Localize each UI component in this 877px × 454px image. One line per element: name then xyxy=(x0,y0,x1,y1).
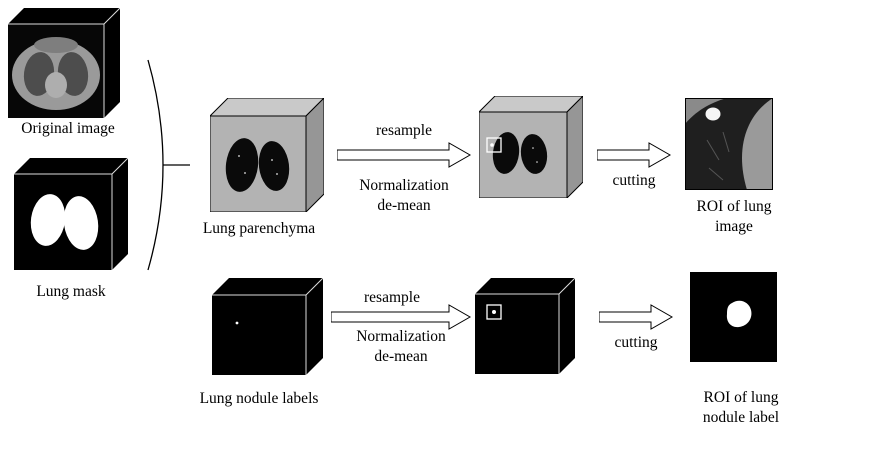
roi-nodule-mask-blob xyxy=(726,300,752,328)
roi-lung-nodule-label-image xyxy=(690,272,777,362)
bottom-cutting-label: cutting xyxy=(614,334,658,351)
vessel-specks xyxy=(238,155,278,175)
block-arrow-right-icon xyxy=(337,142,471,168)
ct-slice-image xyxy=(8,24,104,118)
bottom-normalization-label: Normalization de-mean xyxy=(356,328,446,366)
top-cutting-label: cutting xyxy=(612,172,656,189)
ct-mediastinum xyxy=(45,72,67,98)
roi-lung-image-label: ROI of lung image xyxy=(696,198,772,236)
roi-marker-box xyxy=(486,137,502,153)
lung-parenchyma-cube xyxy=(210,98,324,212)
nodule-dot xyxy=(490,143,494,147)
cube-top-face xyxy=(210,98,324,117)
roi-upper-tissue-region xyxy=(685,98,727,124)
roi-lung-nodule-label-label: ROI of lung nodule label xyxy=(702,389,780,427)
bottom-process-arrow xyxy=(331,304,471,330)
parenchyma-shapes xyxy=(225,138,290,192)
bottom-cutting-arrow xyxy=(599,304,673,330)
left-lung xyxy=(492,132,520,174)
original-image-label: Original image xyxy=(21,120,115,137)
cube-edge-corner xyxy=(305,278,323,296)
original-image-cube xyxy=(8,8,120,118)
cube-body xyxy=(212,278,323,375)
resampled-lung-cube xyxy=(479,96,583,198)
merge-brace xyxy=(147,59,190,271)
nodule-label-dot xyxy=(235,321,239,325)
roi-border xyxy=(685,98,773,190)
lung-mask-cube xyxy=(14,158,128,270)
right-lung xyxy=(520,134,548,174)
roi-marker-box xyxy=(486,304,502,320)
parenchyma-right-lung xyxy=(258,141,290,191)
cube-edge-corner xyxy=(111,158,128,175)
brace-curve xyxy=(147,59,164,271)
resampled-nodule-labels-cube xyxy=(475,278,575,374)
lung-nodule-labels-label: Lung nodule labels xyxy=(199,390,319,407)
roi-nodule-blob xyxy=(705,107,721,121)
lung-mask-label: Lung mask xyxy=(36,283,106,300)
cube-body xyxy=(475,278,575,374)
bottom-resample-label: resample xyxy=(364,289,420,306)
top-process-arrow xyxy=(337,142,471,168)
roi-lung-image xyxy=(685,98,773,190)
ct-chest-top xyxy=(34,37,78,53)
top-normalization-label: Normalization de-mean xyxy=(359,177,449,215)
parenchyma-left-lung xyxy=(225,138,259,192)
nodule-dot xyxy=(492,310,496,314)
lung-parenchyma-label: Lung parenchyma xyxy=(202,220,316,237)
mask-left-lung xyxy=(30,194,66,246)
cube-top-face xyxy=(479,96,583,113)
lung-nodule-labels-cube xyxy=(212,278,323,375)
cube-edge-corner xyxy=(558,278,575,295)
roi-vessel-lines xyxy=(706,131,730,181)
block-arrow-right-icon xyxy=(599,304,673,330)
mask-right-lung xyxy=(63,196,99,250)
cube-edge-corner xyxy=(103,8,120,25)
resampled-lung-shapes xyxy=(486,132,548,174)
block-arrow-right-icon xyxy=(331,304,471,330)
vessel-specks xyxy=(532,147,538,163)
roi-chest-wall-region xyxy=(742,98,773,190)
cube-side-face xyxy=(566,96,583,198)
cube-side-face xyxy=(305,98,324,212)
top-resample-label: resample xyxy=(376,122,432,139)
top-cutting-arrow xyxy=(597,142,671,168)
lung-mask-shapes xyxy=(30,194,99,250)
block-arrow-right-icon xyxy=(597,142,671,168)
